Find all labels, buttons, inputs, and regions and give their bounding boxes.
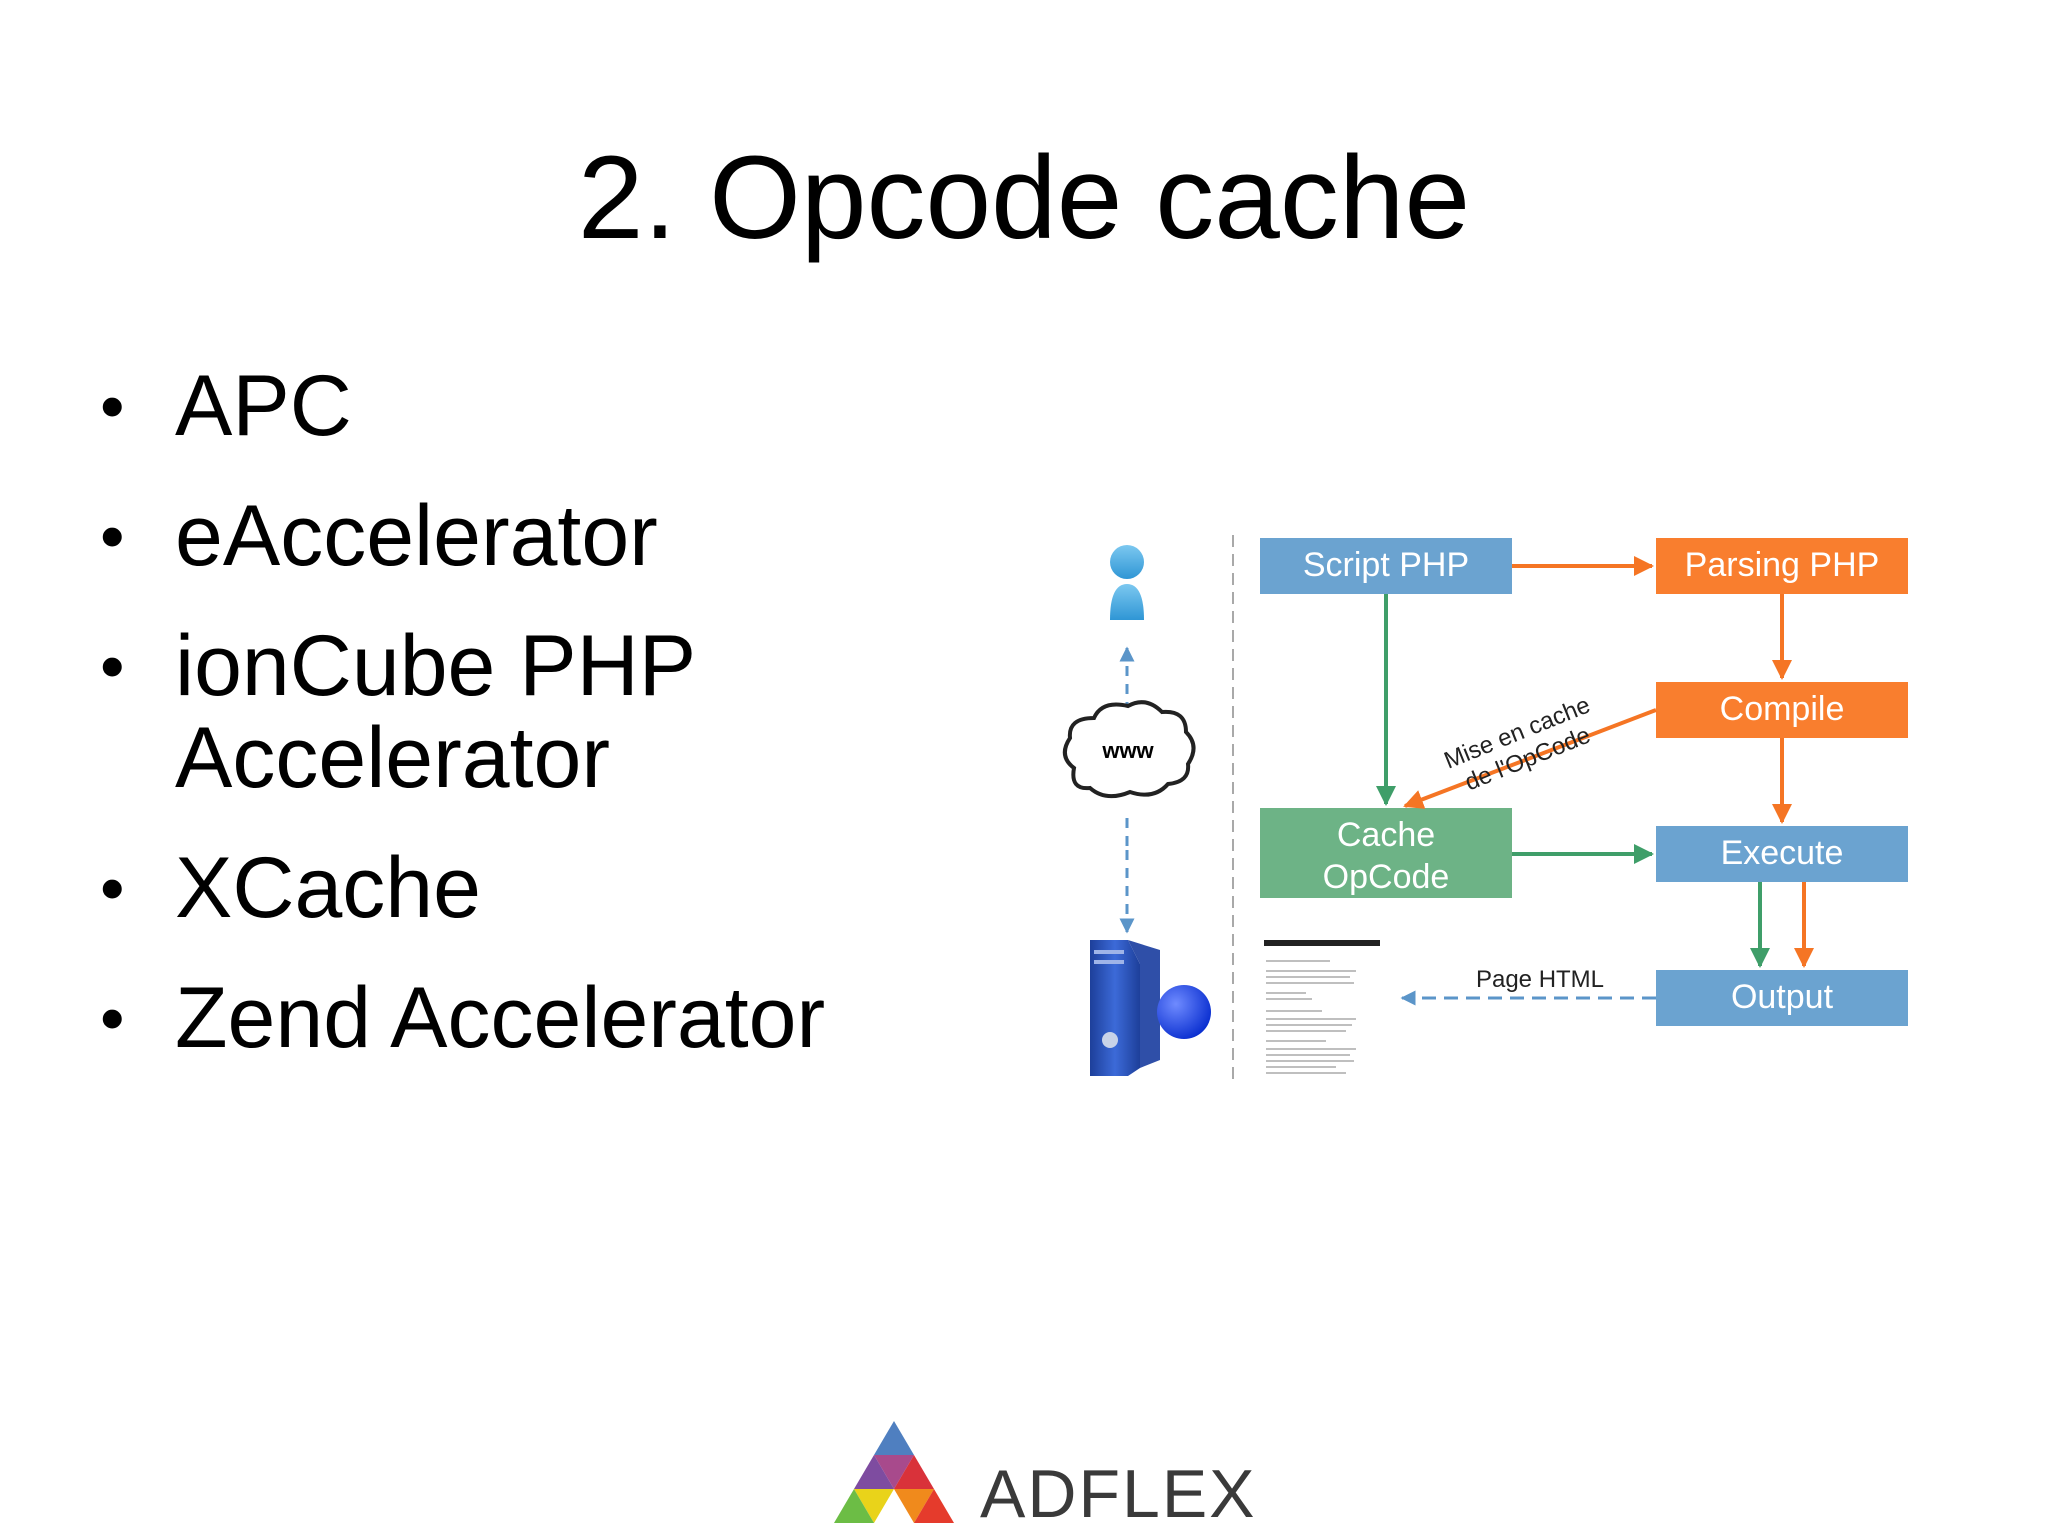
compile-box: [1656, 682, 1908, 738]
script-php-box: [1260, 538, 1512, 594]
slide-title: 2. Opcode cache: [577, 132, 1471, 264]
execute-label: Execute: [1721, 834, 1844, 872]
bullet-dot-icon: •: [100, 497, 125, 575]
bullet-text: Zend Accelerator: [175, 970, 826, 1066]
bullet-dot-icon: •: [100, 849, 125, 927]
output-box: [1656, 970, 1908, 1026]
www-label: www: [1101, 738, 1154, 763]
adflex-triangle-icon: [834, 1421, 954, 1523]
bullet-item: • Zend Accelerator: [100, 972, 1000, 1064]
cache-opcode-label-line1: Cache: [1337, 816, 1435, 854]
www-cloud-icon: www: [1062, 700, 1196, 799]
parsing-php-label: Parsing PHP: [1685, 546, 1880, 584]
bullet-text: APC: [175, 358, 352, 454]
compile-label: Compile: [1720, 690, 1845, 728]
bullet-item: • APC: [100, 360, 1000, 452]
bullet-text: ionCube PHP Accelerator: [175, 618, 697, 806]
cache-opcode-label-line2: OpCode: [1323, 858, 1450, 896]
page-html-label: Page HTML: [1476, 966, 1604, 993]
server-icon: [1090, 940, 1211, 1076]
script-php-label: Script PHP: [1303, 546, 1469, 584]
bullet-item: • eAccelerator: [100, 490, 1000, 582]
bullet-dot-icon: •: [100, 367, 125, 445]
bullet-item: • XCache: [100, 842, 1000, 934]
bullet-text: eAccelerator: [175, 488, 658, 584]
user-icon: [1110, 545, 1144, 620]
cache-opcode-box: [1260, 808, 1512, 898]
execute-box: [1656, 826, 1908, 882]
adflex-logo: ADFLEX: [834, 1421, 1257, 1525]
arrow-compile-to-cache: [1403, 708, 1657, 809]
parsing-php-box: [1656, 538, 1908, 594]
bullet-dot-icon: •: [100, 979, 125, 1057]
output-label: Output: [1731, 978, 1834, 1016]
bullet-text: XCache: [175, 840, 481, 936]
html-page-thumbnail: [1262, 938, 1382, 1086]
adflex-logo-text: ADFLEX: [980, 1456, 1257, 1525]
bullet-item: • ionCube PHP Accelerator: [100, 620, 1000, 804]
bullet-dot-icon: •: [100, 627, 125, 705]
bullet-list: • APC • eAccelerator • ionCube PHP Accelera…: [100, 360, 1000, 1102]
opcode-flow-diagram: www Script PHP Parsing PHP Compile Cache…: [1062, 535, 1908, 1086]
